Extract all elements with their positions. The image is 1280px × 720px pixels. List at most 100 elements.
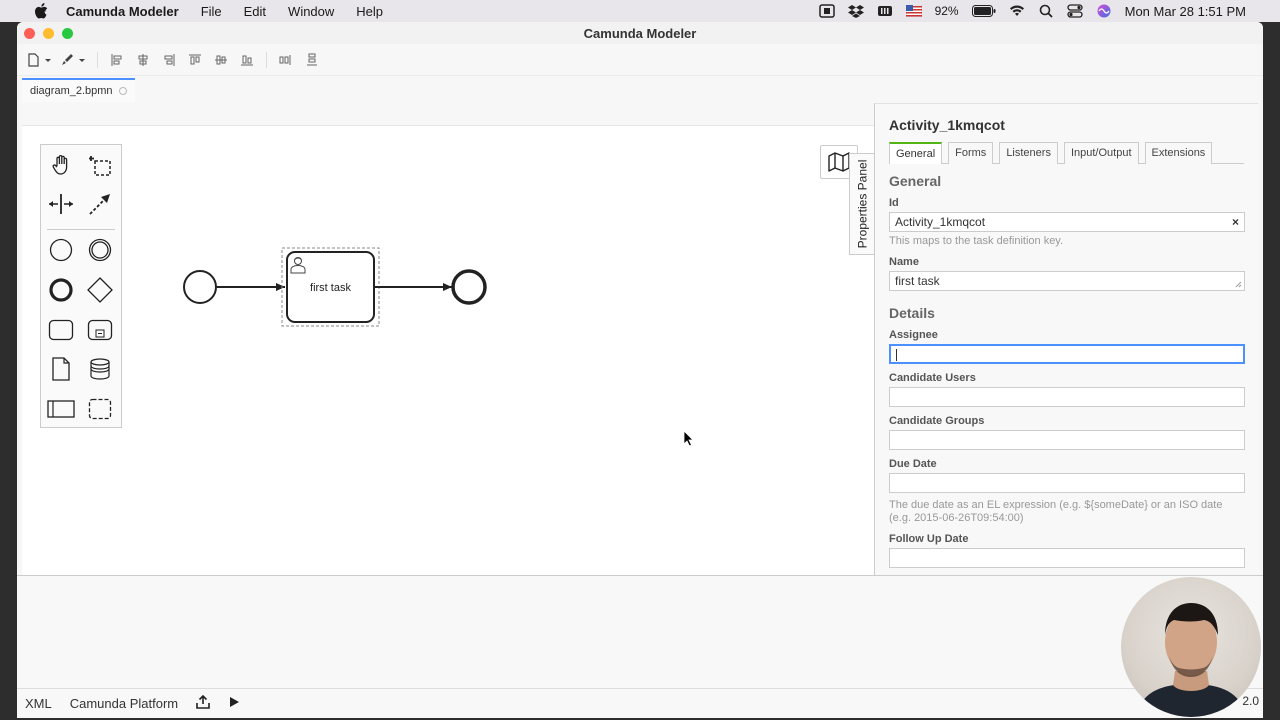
bpmn-diagram: first task <box>183 247 694 447</box>
intermediate-event-tool-icon[interactable] <box>85 235 115 265</box>
mouse-cursor-icon <box>683 430 694 447</box>
status-bar: XML Camunda Platform 2.0 <box>17 688 1263 718</box>
start-instance-button[interactable] <box>228 696 240 711</box>
tab-input-output[interactable]: Input/Output <box>1063 142 1139 164</box>
hand-tool-icon[interactable] <box>46 150 76 180</box>
us-flag-icon[interactable] <box>905 4 922 18</box>
align-center-button[interactable] <box>132 49 154 71</box>
toolbar <box>17 44 1263 76</box>
subprocess-tool-icon[interactable] <box>85 315 115 345</box>
close-window-button[interactable] <box>24 28 35 39</box>
file-tabs: diagram_2.bpmn <box>17 76 1263 102</box>
data-object-tool-icon[interactable] <box>46 354 76 384</box>
minimize-window-button[interactable] <box>43 28 54 39</box>
new-file-button[interactable] <box>25 49 55 71</box>
zoom-window-button[interactable] <box>62 28 73 39</box>
lasso-tool-icon[interactable] <box>85 150 115 180</box>
deploy-button[interactable] <box>196 694 210 712</box>
battery-icon[interactable] <box>971 4 996 18</box>
gateway-tool-icon[interactable] <box>85 275 115 305</box>
bpmn-canvas[interactable]: first task <box>22 125 874 587</box>
dropbox-icon[interactable] <box>847 4 864 18</box>
wifi-icon[interactable] <box>1009 4 1025 18</box>
align-right-button[interactable] <box>158 49 180 71</box>
spotlight-search-icon[interactable] <box>1038 4 1054 18</box>
macos-menubar: Camunda Modeler File Edit Window Help 92… <box>0 0 1280 22</box>
app-window: Camunda Modeler diagram_2.bpmn <box>17 22 1263 718</box>
resize-handle-icon[interactable] <box>1235 281 1242 288</box>
menubar-app-name[interactable]: Camunda Modeler <box>66 3 179 19</box>
candidate-groups-label: Candidate Groups <box>889 415 985 427</box>
assignee-label: Assignee <box>889 329 938 341</box>
tab-extensions[interactable]: Extensions <box>1144 142 1213 164</box>
end-event-tool-icon[interactable] <box>46 275 76 305</box>
new-file-icon <box>28 52 51 67</box>
tab-diagram-file[interactable]: diagram_2.bpmn <box>22 78 135 102</box>
distribute-horizontal-button[interactable] <box>275 49 297 71</box>
space-tool-icon[interactable] <box>46 189 76 219</box>
align-top-icon <box>189 54 201 64</box>
align-left-button[interactable] <box>106 49 128 71</box>
color-picker-button[interactable] <box>59 49 89 71</box>
tool-palette <box>40 144 122 428</box>
align-right-icon <box>164 53 175 66</box>
window-title: Camunda Modeler <box>583 25 697 41</box>
menu-edit[interactable]: Edit <box>243 3 267 19</box>
paintbrush-icon <box>62 53 85 65</box>
tab-general[interactable]: General <box>889 142 943 164</box>
platform-selector[interactable]: Camunda Platform <box>69 696 179 711</box>
pool-tool-icon[interactable] <box>46 394 76 424</box>
due-date-input[interactable] <box>889 473 1245 493</box>
apple-icon[interactable] <box>34 3 52 19</box>
battery-status-icon[interactable] <box>877 4 893 18</box>
properties-panel-toggle[interactable]: Properties Panel <box>849 153 875 255</box>
clear-id-button[interactable]: × <box>1231 215 1239 229</box>
section-general-heading: General <box>889 173 942 189</box>
assignee-input[interactable] <box>889 344 1245 364</box>
group-tool-icon[interactable] <box>85 394 115 424</box>
start-event[interactable] <box>183 270 217 304</box>
tab-listeners[interactable]: Listeners <box>999 142 1058 164</box>
siri-icon[interactable] <box>1096 4 1112 18</box>
candidate-groups-input[interactable] <box>889 430 1245 450</box>
align-middle-button[interactable] <box>210 49 232 71</box>
align-top-button[interactable] <box>184 49 206 71</box>
task-label: first task <box>310 282 351 294</box>
name-label: Name <box>889 256 919 268</box>
menu-file[interactable]: File <box>200 3 222 19</box>
due-date-label: Due Date <box>889 458 937 470</box>
tab-label: diagram_2.bpmn <box>30 85 113 97</box>
xml-toggle-button[interactable]: XML <box>25 696 52 711</box>
menu-help[interactable]: Help <box>356 3 384 19</box>
follow-up-date-label: Follow Up Date <box>889 533 969 545</box>
align-bottom-button[interactable] <box>236 49 258 71</box>
menu-window[interactable]: Window <box>288 3 335 19</box>
tab-forms[interactable]: Forms <box>948 142 994 164</box>
menubar-clock[interactable]: Mon Mar 28 1:51 PM <box>1124 3 1246 19</box>
start-event-tool-icon[interactable] <box>46 235 76 265</box>
unsaved-indicator-icon[interactable] <box>118 87 127 95</box>
control-center-icon[interactable] <box>1066 4 1083 18</box>
deploy-icon <box>196 694 210 709</box>
window-titlebar: Camunda Modeler <box>17 22 1263 44</box>
id-hint: This maps to the task definition key. <box>889 235 1064 247</box>
global-connect-tool-icon[interactable] <box>85 189 115 219</box>
align-center-icon <box>138 53 148 66</box>
properties-tabs: General Forms Listeners Input/Output Ext… <box>889 142 1244 164</box>
presenter-avatar <box>1136 603 1259 717</box>
screen-record-icon[interactable] <box>818 4 835 18</box>
candidate-users-label: Candidate Users <box>889 372 976 384</box>
follow-up-date-input[interactable] <box>889 548 1245 568</box>
properties-panel: Activity_1kmqcot General Forms Listeners… <box>874 103 1258 587</box>
id-input[interactable]: Activity_1kmqcot × <box>889 212 1245 232</box>
due-date-hint: The due date as an EL expression (e.g. $… <box>889 499 1223 524</box>
distribute-vertical-button[interactable] <box>301 49 323 71</box>
task-tool-icon[interactable] <box>46 315 76 345</box>
distribute-horizontal-icon <box>279 54 291 65</box>
name-input[interactable]: first task <box>889 271 1245 291</box>
data-store-tool-icon[interactable] <box>85 354 115 384</box>
candidate-users-input[interactable] <box>889 387 1245 407</box>
user-task[interactable]: first task <box>286 251 375 323</box>
end-event[interactable] <box>451 269 487 305</box>
align-middle-icon <box>215 55 227 64</box>
